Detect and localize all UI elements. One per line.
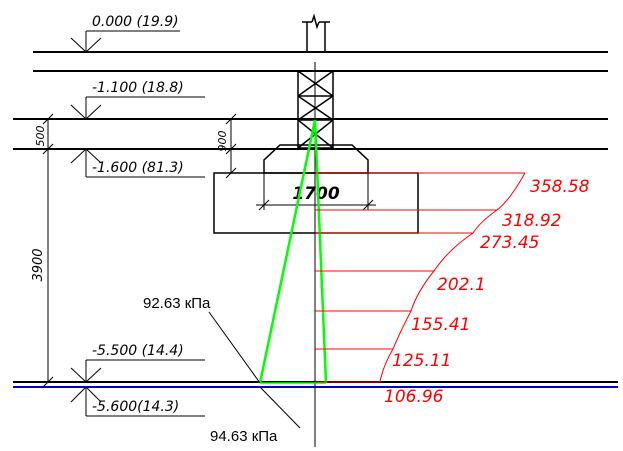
- stress-label-5: 155.41: [411, 315, 470, 335]
- pressure-label-top: 92.63 кПа: [143, 295, 211, 312]
- dimension-label-3900: 3900: [31, 248, 46, 281]
- dimension-label-500: 500: [34, 126, 47, 147]
- pressure-line-right: [313, 119, 328, 384]
- pressure-label-bottom: 94.63 кПа: [210, 428, 278, 445]
- level-label-2: -1.600 (81.3): [92, 160, 184, 176]
- level-markers: [70, 30, 205, 417]
- stress-curve: [379, 172, 526, 383]
- stress-label-4: 202.1: [437, 275, 486, 295]
- dimension-900: [225, 113, 264, 179]
- stress-label-6: 125.11: [392, 351, 451, 371]
- stress-epure: [315, 172, 526, 383]
- dimension-chain-left: [42, 113, 54, 388]
- column-break-symbol: [302, 13, 330, 52]
- stress-label-7: 106.96: [384, 387, 444, 407]
- stress-label-3: 273.45: [480, 233, 539, 253]
- stress-labels: 358.58 318.92 273.45 202.1 155.41 125.11…: [384, 177, 590, 407]
- level-label-1: -1.100 (18.8): [92, 80, 184, 96]
- level-label-4: -5.600(14.3): [92, 399, 179, 415]
- dimension-1700: [256, 173, 376, 211]
- pressure-leaders: [208, 311, 301, 429]
- dimension-label-900: 900: [216, 131, 229, 152]
- dimension-label-1700: 1700: [292, 184, 339, 204]
- stress-label-1: 358.58: [530, 177, 590, 197]
- pressure-lines: [258, 119, 328, 384]
- pressure-line-left: [258, 119, 317, 384]
- level-label-3: -5.500 (14.4): [92, 343, 184, 359]
- stress-label-2: 318.92: [502, 211, 561, 231]
- level-label-0: 0.000 (19.9): [92, 14, 179, 30]
